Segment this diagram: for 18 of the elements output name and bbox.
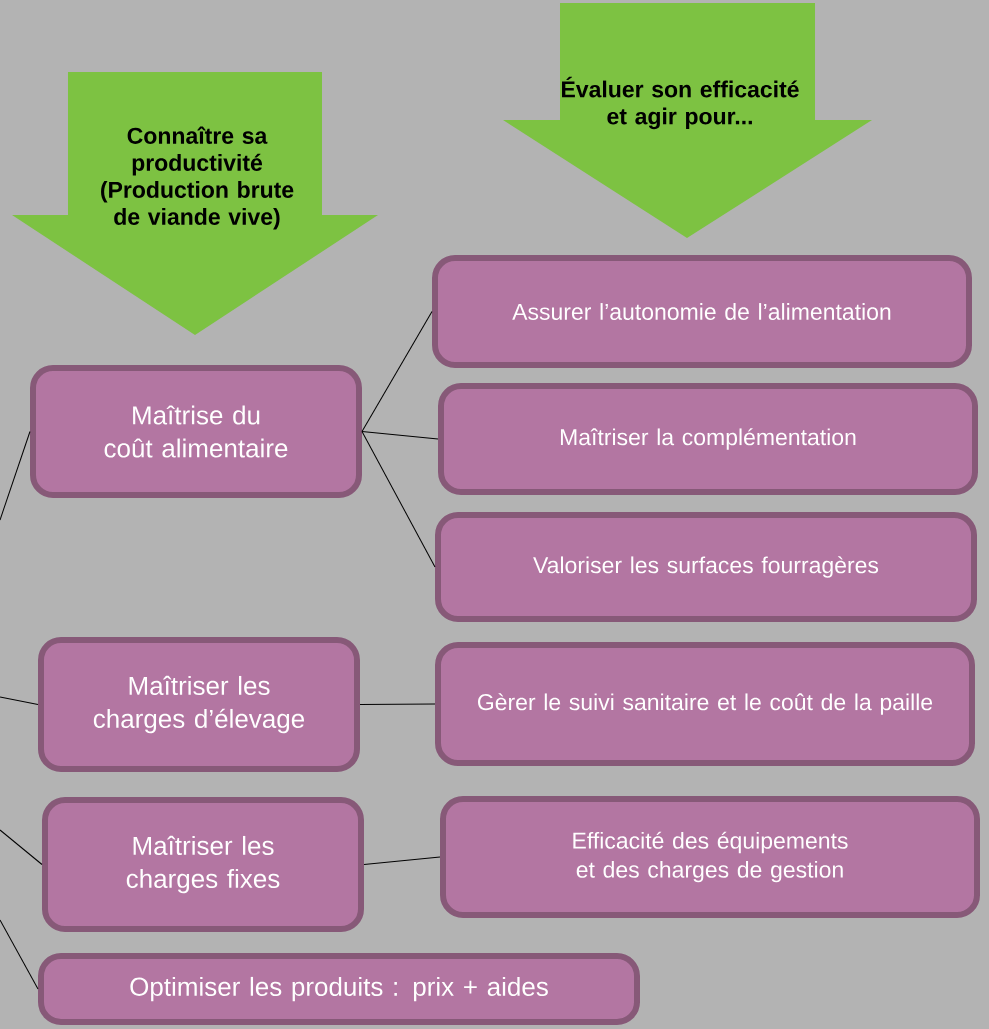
connector-line: [361, 431, 436, 568]
connector-line: [361, 431, 439, 440]
rounded-box: Maîtriser les charges d’élevage: [38, 637, 360, 772]
rounded-box: Maîtriser la complémentation: [438, 383, 978, 495]
rounded-box: Valoriser les surfaces fourragères: [435, 512, 977, 622]
rounded-box: Maîtriser les charges fixes: [42, 797, 364, 932]
rounded-box: Maîtrise du coût alimentaire: [30, 365, 362, 498]
rounded-box: Efficacité des équipements et des charges de gestion: [440, 796, 980, 918]
connector-line: [361, 311, 433, 432]
connector-line: [0, 431, 31, 521]
rounded-box: Optimiser les produits : prix + aides: [38, 953, 640, 1025]
rounded-box: Assurer l’autonomie de l’alimentation: [432, 255, 972, 368]
connector-line: [0, 829, 43, 865]
connector-line: [359, 703, 436, 705]
connector-line: [0, 696, 39, 705]
connector-line: [363, 856, 441, 865]
connector-line: [0, 919, 39, 990]
rounded-box: Gèrer le suivi sanitaire et le coût de la paille: [435, 642, 975, 766]
